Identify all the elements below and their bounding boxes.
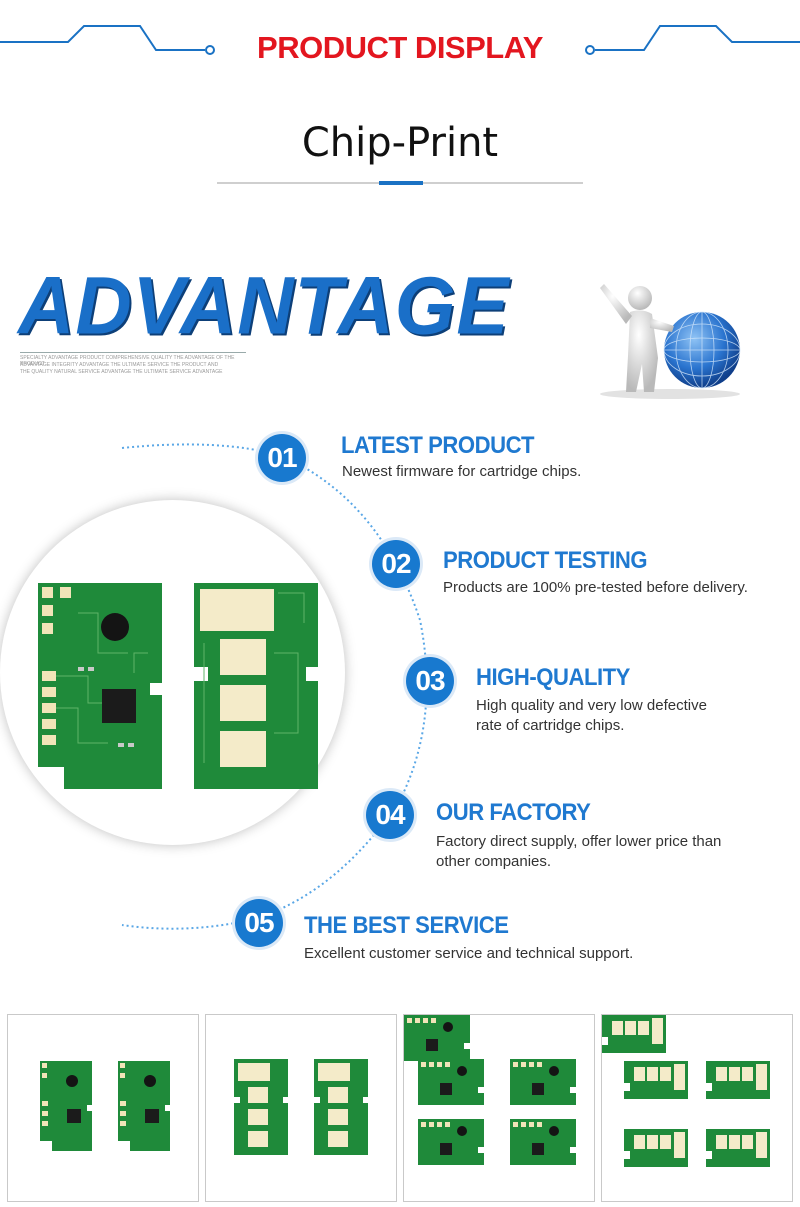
feature-number-badge: 03 <box>406 657 454 705</box>
product-display-title: PRODUCT DISPLAY <box>257 30 543 65</box>
feature-title: PRODUCT TESTING <box>443 547 648 574</box>
advantage-fine-print: THE QUALITY NATURAL SERVICE ADVANTAGE TH… <box>20 369 223 375</box>
header-decoration-left <box>0 25 215 55</box>
advantage-underline <box>20 352 246 353</box>
chip-back-icon <box>234 1059 368 1155</box>
feature-description: High quality and very low defective <box>476 697 707 714</box>
chip-front-icon <box>38 583 162 789</box>
product-thumbnail[interactable] <box>7 1014 199 1202</box>
product-thumbnail[interactable] <box>205 1014 397 1202</box>
advantage-fine-print: ADVANTAGE INTEGRITY ADVANTAGE THE ULTIMA… <box>20 362 219 368</box>
feature-number-badge: 04 <box>366 791 414 839</box>
feature-title: LATEST PRODUCT <box>341 432 535 459</box>
title-divider-accent <box>379 181 423 185</box>
chip-front-icon <box>404 1015 576 1165</box>
feature-title: THE BEST SERVICE <box>304 912 509 939</box>
chip-back-icon <box>194 583 318 789</box>
feature-title: OUR FACTORY <box>436 799 591 826</box>
feature-description: rate of cartridge chips. <box>476 717 625 734</box>
feature-number-badge: 05 <box>235 899 283 947</box>
feature-description: Newest firmware for cartridge chips. <box>342 463 582 480</box>
page-title: Chip-Print <box>301 120 499 166</box>
person-with-globe-icon <box>600 284 741 399</box>
advantage-heading: ADVANTAGE <box>18 258 510 352</box>
chip-back-icon <box>602 1015 770 1167</box>
feature-number-badge: 02 <box>372 540 420 588</box>
feature-number-badge: 01 <box>258 434 306 482</box>
feature-title: HIGH-QUALITY <box>476 664 630 691</box>
feature-description: Factory direct supply, offer lower price… <box>436 833 722 850</box>
header-decoration-right <box>585 25 800 55</box>
chip-front-icon <box>40 1061 170 1151</box>
product-thumbnail[interactable] <box>403 1014 595 1202</box>
product-thumbnail[interactable] <box>601 1014 793 1202</box>
feature-description: other companies. <box>436 853 552 870</box>
feature-description: Products are 100% pre-tested before deli… <box>443 579 748 596</box>
advantage-fine-print: SPECIALTY ADVANTAGE PRODUCT COMPREHENSIV… <box>20 355 235 367</box>
feature-description: Excellent customer service and technical… <box>304 945 634 962</box>
